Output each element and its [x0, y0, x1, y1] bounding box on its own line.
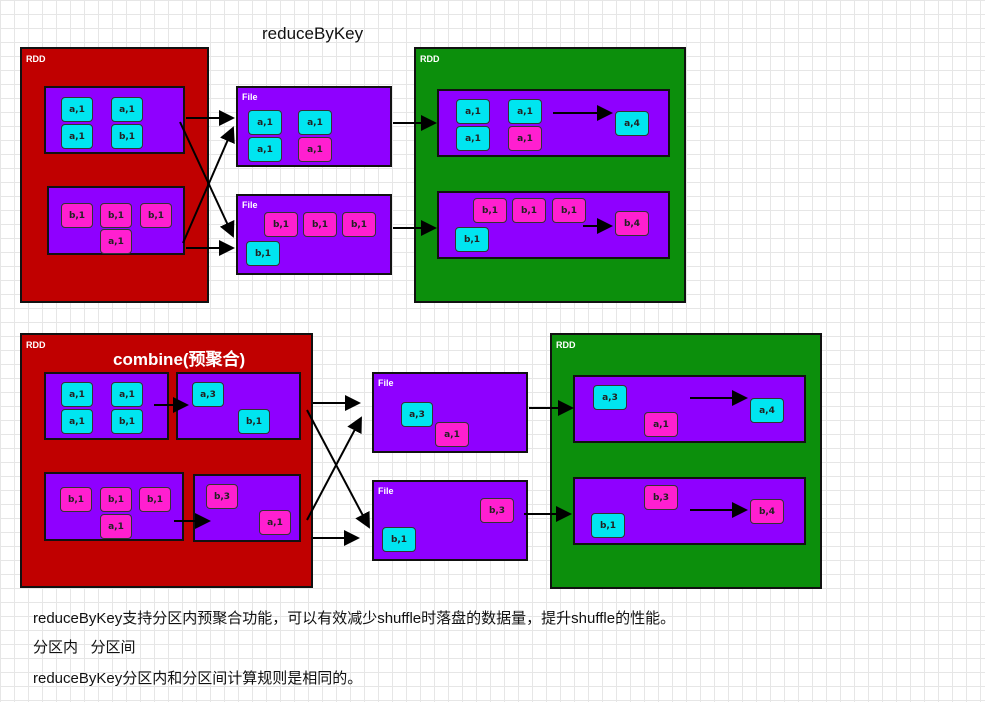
precombined-partition-2: b,3 a,1: [193, 474, 301, 542]
chip-a1: a,1: [111, 97, 143, 122]
chip-a1: a,1: [298, 110, 332, 135]
diagram-title-combine: combine(预聚合): [113, 350, 246, 369]
chip-b1: b,1: [60, 487, 92, 512]
chip-a1: a,1: [259, 510, 291, 535]
partition-top-2: b,1 b,1 b,1 a,1: [47, 186, 185, 255]
chip-a1: a,1: [508, 126, 542, 151]
rdd-label: RDD: [556, 340, 576, 350]
caption-line-1: reduceByKey支持分区内预聚合功能，可以有效减少shuffle时落盘的数…: [33, 610, 676, 627]
shuffle-file-top-2: File b,1 b,1 b,1 b,1: [236, 194, 392, 275]
arrow: [306, 409, 370, 529]
result-partition-bottom-1: a,3 a,1 a,4: [573, 375, 806, 443]
chip-b1: b,1: [303, 212, 337, 237]
chip-b1: b,1: [342, 212, 376, 237]
chip-b1: b,1: [512, 198, 546, 223]
caption-line-3: reduceByKey分区内和分区间计算规则是相同的。: [33, 670, 363, 687]
chip-b1: b,1: [473, 198, 507, 223]
diagram-title-reducebykey: reduceByKey: [262, 24, 364, 43]
chip-a1: a,1: [100, 229, 132, 254]
chip-a1: a,1: [100, 514, 132, 539]
chip-a1: a,1: [61, 382, 93, 407]
chip-a1: a,1: [456, 99, 490, 124]
shuffle-file-top-1: File a,1 a,1 a,1 a,1: [236, 86, 392, 167]
rdd-label: RDD: [26, 340, 46, 350]
chip-b1: b,1: [238, 409, 270, 434]
chip-b1: b,1: [111, 409, 143, 434]
chip-a1: a,1: [298, 137, 332, 162]
chip-a1: a,1: [456, 126, 490, 151]
arrow: [182, 126, 235, 244]
partition-bottom-2: b,1 b,1 b,1 a,1: [44, 472, 184, 541]
chip-b4: b,4: [615, 211, 649, 236]
partition-top-1: a,1 a,1 a,1 b,1: [44, 86, 185, 154]
chip-b3: b,3: [480, 498, 514, 523]
chip-a3: a,3: [192, 382, 224, 407]
chip-a1: a,1: [508, 99, 542, 124]
shuffle-file-bottom-1: File a,3 a,1: [372, 372, 528, 453]
chip-a1: a,1: [248, 137, 282, 162]
chip-b1: b,1: [139, 487, 171, 512]
chip-a1: a,1: [248, 110, 282, 135]
chip-b1: b,1: [100, 487, 132, 512]
chip-a3: a,3: [593, 385, 627, 410]
chip-a3: a,3: [401, 402, 433, 427]
partition-bottom-1: a,1 a,1 a,1 b,1: [44, 372, 169, 440]
chip-a1: a,1: [61, 409, 93, 434]
chip-b1: b,1: [382, 527, 416, 552]
result-partition-bottom-2: b,3 b,1 b,4: [573, 477, 806, 545]
arrow: [179, 121, 235, 238]
chip-a1: a,1: [435, 422, 469, 447]
chip-a1: a,1: [644, 412, 678, 437]
chip-b1: b,1: [246, 241, 280, 266]
chip-b1: b,1: [140, 203, 172, 228]
rdd-label: RDD: [420, 54, 440, 64]
precombined-partition-1: a,3 b,1: [176, 372, 301, 440]
chip-a1: a,1: [61, 124, 93, 149]
result-partition-top-1: a,1 a,1 a,1 a,1 a,4: [437, 89, 670, 157]
chip-b1: b,1: [455, 227, 489, 252]
chip-a4: a,4: [750, 398, 784, 423]
chip-b3: b,3: [206, 484, 238, 509]
chip-b1: b,1: [264, 212, 298, 237]
arrow: [306, 416, 362, 521]
chip-b1: b,1: [61, 203, 93, 228]
file-label: File: [242, 200, 258, 210]
caption-line-2: 分区内 分区间: [33, 639, 136, 656]
chip-b4: b,4: [750, 499, 784, 524]
file-label: File: [378, 378, 394, 388]
chip-b1: b,1: [591, 513, 625, 538]
chip-b3: b,3: [644, 485, 678, 510]
chip-b1: b,1: [100, 203, 132, 228]
file-label: File: [242, 92, 258, 102]
chip-b1: b,1: [552, 198, 586, 223]
chip-a1: a,1: [111, 382, 143, 407]
shuffle-file-bottom-2: File b,3 b,1: [372, 480, 528, 561]
result-partition-top-2: b,1 b,1 b,1 b,1 b,4: [437, 191, 670, 259]
file-label: File: [378, 486, 394, 496]
rdd-label: RDD: [26, 54, 46, 64]
chip-a1: a,1: [61, 97, 93, 122]
chip-b1: b,1: [111, 124, 143, 149]
chip-a4: a,4: [615, 111, 649, 136]
